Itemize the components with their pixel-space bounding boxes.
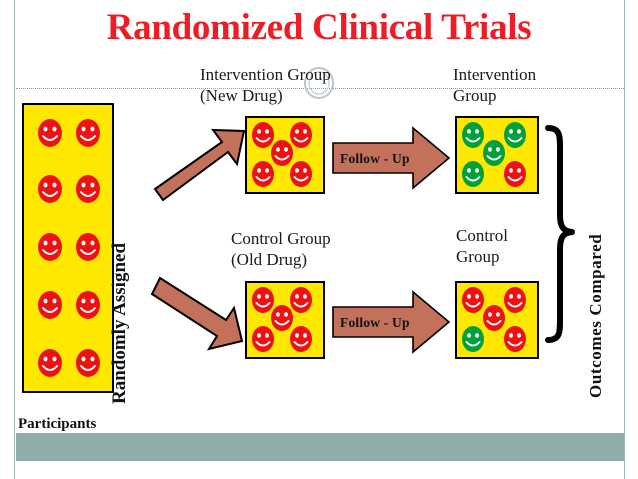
control-group-post-label: Control Group xyxy=(456,226,508,267)
intervention-post-faces xyxy=(462,122,526,187)
intervention-group-pre-label: Intervention Group (New Drug) xyxy=(200,65,331,106)
follow-up-label-top: Follow - Up xyxy=(340,151,410,166)
curly-brace-icon xyxy=(545,125,575,343)
participants-faces xyxy=(38,119,100,377)
participants-box xyxy=(22,103,114,393)
follow-up-label-bottom: Follow - Up xyxy=(340,315,410,330)
arrow-diagonal-down-icon xyxy=(150,276,244,351)
intervention-group-pre-box xyxy=(245,116,325,194)
control-pre-faces xyxy=(252,287,312,352)
slide-footer-bar xyxy=(16,433,624,461)
page-title: Randomized Clinical Trials xyxy=(106,7,532,48)
intervention-pre-faces xyxy=(252,122,312,187)
control-group-pre-label: Control Group (Old Drug) xyxy=(231,229,331,270)
control-group-pre-box xyxy=(245,281,325,359)
randomly-assigned-label: Randomly Assigned xyxy=(109,242,130,404)
intervention-group-post-label: Intervention Group xyxy=(453,65,537,106)
arrow-diagonal-up-icon xyxy=(153,128,246,202)
control-post-faces xyxy=(462,287,526,352)
slide-left-rule xyxy=(14,0,15,479)
participants-label: Participants xyxy=(18,416,97,432)
control-group-post-box xyxy=(455,281,539,359)
slide-right-rule xyxy=(624,0,625,479)
outcomes-compared-label: Outcomes Compared xyxy=(586,233,605,398)
intervention-group-post-box xyxy=(455,116,539,194)
